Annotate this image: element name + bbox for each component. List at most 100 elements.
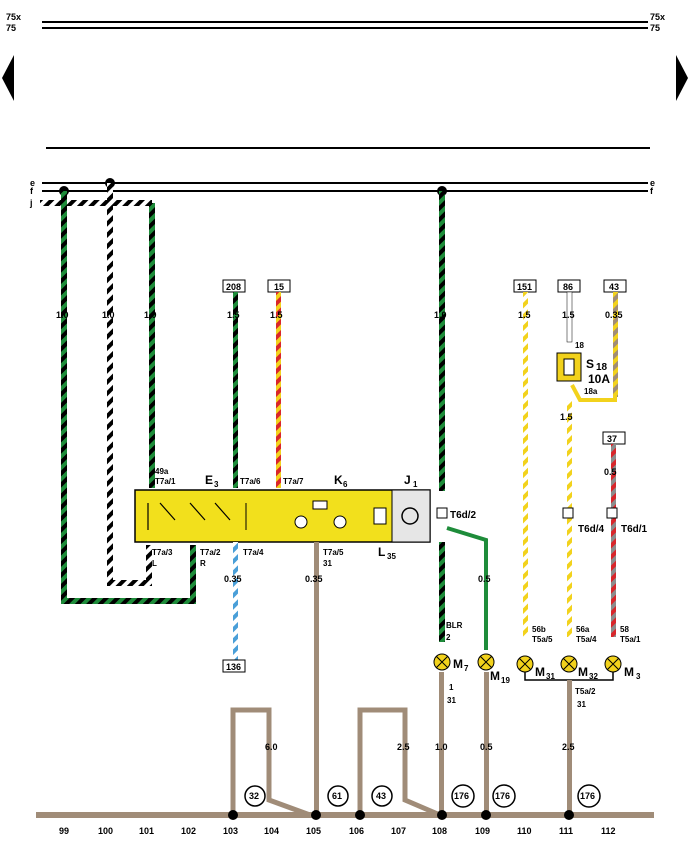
svg-text:T6d/1: T6d/1 [621,524,648,535]
svg-text:T5a/5: T5a/5 [532,635,553,644]
svg-text:T7a/7: T7a/7 [283,477,304,486]
terminal-151: 151 [513,279,537,293]
svg-text:58: 58 [620,625,629,634]
svg-text:T7a/1: T7a/1 [155,477,176,486]
svg-text:176: 176 [454,791,469,801]
svg-text:2: 2 [446,633,451,642]
svg-text:151: 151 [517,282,532,292]
svg-text:18: 18 [575,341,584,350]
terminal-37: 37 [602,431,626,445]
left-wires: 1.0 1.0 1.0 [40,183,196,604]
ground-point-61: 61 [327,785,349,807]
svg-text:T5a/2: T5a/2 [575,687,596,696]
track-number: 105 [306,826,321,836]
ground-wire-111: 2.5 [562,742,575,752]
ground-point-32: 32 [244,785,266,807]
bus-label-left-bottom: 75 [6,23,16,33]
svg-text:18a: 18a [584,387,598,396]
svg-text:86: 86 [563,282,573,292]
wire-size-43: 0.35 [605,310,623,320]
rail-j-label: j [29,198,33,208]
svg-text:15: 15 [274,282,284,292]
connector-t6d2: T6d/2 [436,507,477,521]
svg-text:T7a/4: T7a/4 [243,548,264,557]
svg-text:31: 31 [577,700,586,709]
svg-text:R: R [200,559,206,568]
terminal-43: 43 [603,279,627,293]
bus-75: 75x 75 75x 75 [6,12,665,33]
track-number: 109 [475,826,490,836]
wire-size-151: 1.5 [518,310,531,320]
svg-text:208: 208 [226,282,241,292]
track-number: 106 [349,826,364,836]
svg-text:T6d/4: T6d/4 [578,524,605,535]
svg-text:M: M [453,657,463,671]
terminal-208: 208 [222,279,246,293]
svg-text:M: M [624,665,634,679]
track-number: 104 [264,826,279,836]
wire-size-15: 1.5 [270,310,283,320]
svg-text:6: 6 [343,480,348,489]
track-number: 107 [391,826,406,836]
svg-text:BLR: BLR [446,621,463,630]
wire-size-mid: 1.0 [434,310,447,320]
ground-point-43: 43 [371,785,393,807]
svg-text:56b: 56b [532,625,546,634]
svg-text:176: 176 [495,791,510,801]
track-number: 112 [601,826,616,836]
svg-text:32: 32 [249,791,259,801]
track-numbers: 99 100 101 102 103 104 105 106 107 108 1… [59,826,616,836]
lamp-m31 [516,655,534,673]
label-l35: L [378,545,385,559]
next-page-arrow-icon[interactable] [676,55,688,101]
svg-text:19: 19 [501,676,510,685]
svg-text:61: 61 [332,791,342,801]
wire-size-1: 1.0 [56,310,69,320]
rail-f-label-right: f [650,186,654,196]
svg-text:3: 3 [214,480,219,489]
fuse-s18 [556,352,582,382]
svg-text:L: L [152,559,157,568]
svg-text:1: 1 [449,683,454,692]
lamp-m19 [477,653,495,671]
wire-size-fuse-out: 1.5 [560,412,573,422]
svg-text:31: 31 [323,559,332,568]
label-e3: E [205,473,213,487]
svg-text:T7a/2: T7a/2 [200,548,221,557]
relay-j1 [134,489,431,543]
svg-text:18: 18 [596,362,608,373]
wire-size-31: 0.35 [305,574,323,584]
wire-size-e3: 0.35 [224,574,242,584]
svg-text:M: M [578,665,588,679]
track-number: 99 [59,826,69,836]
prev-page-arrow-icon[interactable] [2,55,14,101]
label-k6: K [334,473,343,487]
ground-wire-107: 2.5 [397,742,410,752]
svg-text:136: 136 [226,662,241,672]
terminal-136: 136 [222,659,246,673]
svg-text:T7a/5: T7a/5 [323,548,344,557]
lamp-m32 [560,655,578,673]
svg-text:T7a/3: T7a/3 [152,548,173,557]
ground-point-176b: 176 [492,784,516,808]
svg-text:M: M [535,665,545,679]
svg-text:31: 31 [447,696,456,705]
lamp-m7 [433,653,451,671]
svg-text:M: M [490,669,500,683]
ground-wire-108: 1.0 [435,742,448,752]
ground-wire-104: 6.0 [265,742,278,752]
bus-label-right-top: 75x [650,12,665,22]
svg-text:T7a/6: T7a/6 [240,477,261,486]
svg-text:43: 43 [376,791,386,801]
svg-text:T5a/4: T5a/4 [576,635,597,644]
connector-t6d1: T6d/1 [606,507,648,535]
wire-size-3: 1.0 [144,310,157,320]
terminal-15: 15 [267,279,291,293]
ground-point-176a: 176 [451,784,475,808]
wire-size-208: 1.5 [227,310,240,320]
wire-size-86: 1.5 [562,310,575,320]
svg-text:56a: 56a [576,625,590,634]
track-number: 101 [139,826,154,836]
label-j1: J [404,473,411,487]
bus-label-left-top: 75x [6,12,21,22]
